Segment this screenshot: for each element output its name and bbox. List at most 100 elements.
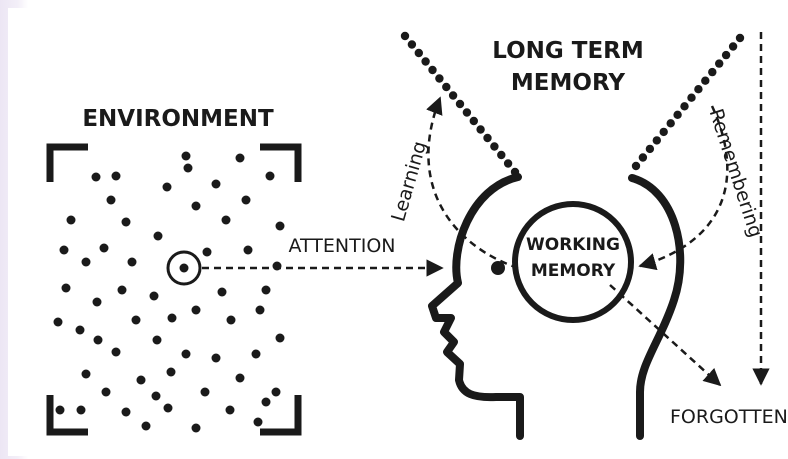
focus-target-icon: [166, 250, 202, 286]
stimulus-dot: [55, 405, 65, 415]
stimulus-dot: [241, 195, 251, 205]
learning-arrow: [426, 96, 519, 270]
long-term-memory-ray-right-dot: [687, 93, 696, 102]
working-memory-label-line1: WORKING: [526, 235, 620, 255]
long-term-memory-ray-right-dot: [735, 33, 745, 43]
stimulus-dot: [111, 171, 121, 181]
long-term-memory-ray-left-dot: [455, 99, 465, 109]
long-term-memory-ray-left-dot: [421, 57, 430, 66]
stimulus-dot: [251, 349, 261, 359]
stimulus-dot: [121, 217, 131, 227]
long-term-memory-label-line1: LONG TERM: [492, 38, 644, 64]
forgotten-arrow-from-working-memory: [609, 284, 722, 387]
stimulus-dot: [106, 195, 116, 205]
entry-point: [491, 261, 505, 275]
long-term-memory-ray-left-dot: [462, 108, 472, 117]
stimulus-dot: [225, 405, 235, 415]
long-term-memory-ray-left-dot: [503, 159, 513, 168]
bracket-bottom-right: [260, 395, 302, 436]
attention-label: ATTENTION: [289, 235, 396, 257]
long-term-memory-ray-right-dot: [708, 67, 717, 77]
stimulus-dot: [167, 313, 177, 323]
long-term-memory-ray-left-dot: [483, 133, 492, 143]
long-term-memory-ray-left-dot: [435, 74, 444, 83]
stimulus-dot: [151, 391, 161, 401]
stimulus-dot: [181, 151, 191, 161]
stimulus-dot: [271, 387, 281, 397]
stimulus-dot: [127, 257, 137, 267]
long-term-memory-ray-right-dot: [638, 153, 648, 162]
stimulus-dot: [261, 397, 271, 407]
long-term-memory-ray-left-dot: [469, 116, 478, 126]
forgotten-label: FORGOTTEN: [670, 406, 788, 428]
long-term-memory-ray-left-dot: [414, 48, 423, 58]
stimulus-dot: [191, 201, 201, 211]
stimulus-dot: [183, 163, 193, 173]
long-term-memory-ray-right-dot: [728, 42, 738, 51]
long-term-memory-ray-left-dot: [497, 150, 506, 160]
stimulus-dot: [243, 245, 253, 255]
stimulus-dot: [81, 369, 91, 379]
stimulus-dot: [53, 317, 63, 327]
stimulus-dot: [75, 325, 85, 335]
long-term-memory-ray-left-dot: [428, 65, 437, 75]
stimulus-dot: [99, 243, 109, 253]
stimulus-dot: [211, 179, 221, 189]
stimulus-dot: [131, 315, 141, 325]
stimulus-dot: [92, 297, 102, 307]
environment-label: ENVIRONMENT: [82, 106, 274, 132]
stimulus-dot: [81, 257, 91, 267]
stimulus-dot: [136, 375, 146, 385]
stimulus-dot: [221, 215, 231, 225]
stimulus-dot: [141, 421, 151, 431]
long-term-memory-ray-right-dot: [715, 59, 724, 68]
stimulus-dot: [253, 417, 263, 427]
long-term-memory-ray-right-dot: [645, 144, 655, 154]
stimulus-dot: [153, 231, 163, 241]
long-term-memory-ray-right-dot: [694, 85, 703, 94]
stimulus-dot: [93, 335, 103, 345]
stimulus-dot: [76, 405, 86, 415]
stimulus-dot: [181, 349, 191, 359]
stimulus-dot: [162, 182, 172, 192]
stimulus-dot: [255, 305, 265, 315]
learning-label: Learning: [387, 139, 431, 224]
stimulus-dot: [152, 335, 162, 345]
stimulus-dot: [66, 215, 76, 225]
stimulus-dot: [217, 287, 227, 297]
environment-frame: [46, 143, 302, 436]
long-term-memory-label-line2: MEMORY: [511, 70, 625, 96]
bracket-bottom-left: [46, 395, 88, 436]
stimulus-dot: [261, 285, 271, 295]
long-term-memory-ray-right-dot: [701, 76, 710, 85]
bracket-top-right: [260, 143, 302, 182]
stimulus-dot: [265, 171, 275, 181]
stimulus-dot: [226, 315, 236, 325]
long-term-memory-ray-left-dot: [400, 31, 410, 41]
stimulus-dot: [191, 305, 201, 315]
working-memory-circle: [512, 201, 634, 323]
remembering-arrow: [638, 105, 729, 271]
stimulus-dot: [117, 285, 127, 295]
remembering-label: Remembering: [705, 106, 767, 240]
long-term-memory-ray-right-dot: [659, 127, 668, 137]
long-term-memory-ray-right-dot: [673, 110, 682, 120]
long-term-memory-ray-left-dot: [476, 125, 485, 134]
long-term-memory-ray-right-dot: [666, 119, 675, 128]
stimulus-dot: [149, 291, 159, 301]
environment-stimuli: [53, 151, 285, 433]
working-memory-label-line2: MEMORY: [531, 261, 616, 281]
bracket-top-left: [46, 143, 88, 182]
stimulus-dot: [91, 172, 101, 182]
long-term-memory-rays: [400, 31, 745, 177]
long-term-memory-ray-left-dot: [490, 142, 499, 151]
stimulus-dot: [202, 247, 212, 257]
long-term-memory-ray-left-dot: [442, 82, 451, 92]
stimulus-dot: [275, 333, 285, 343]
stimulus-dot: [275, 221, 285, 231]
stimulus-dot: [211, 353, 221, 363]
long-term-memory-ray-left-dot: [407, 40, 417, 49]
long-term-memory-ray-right-dot: [631, 161, 641, 171]
stimulus-dot: [111, 347, 121, 357]
